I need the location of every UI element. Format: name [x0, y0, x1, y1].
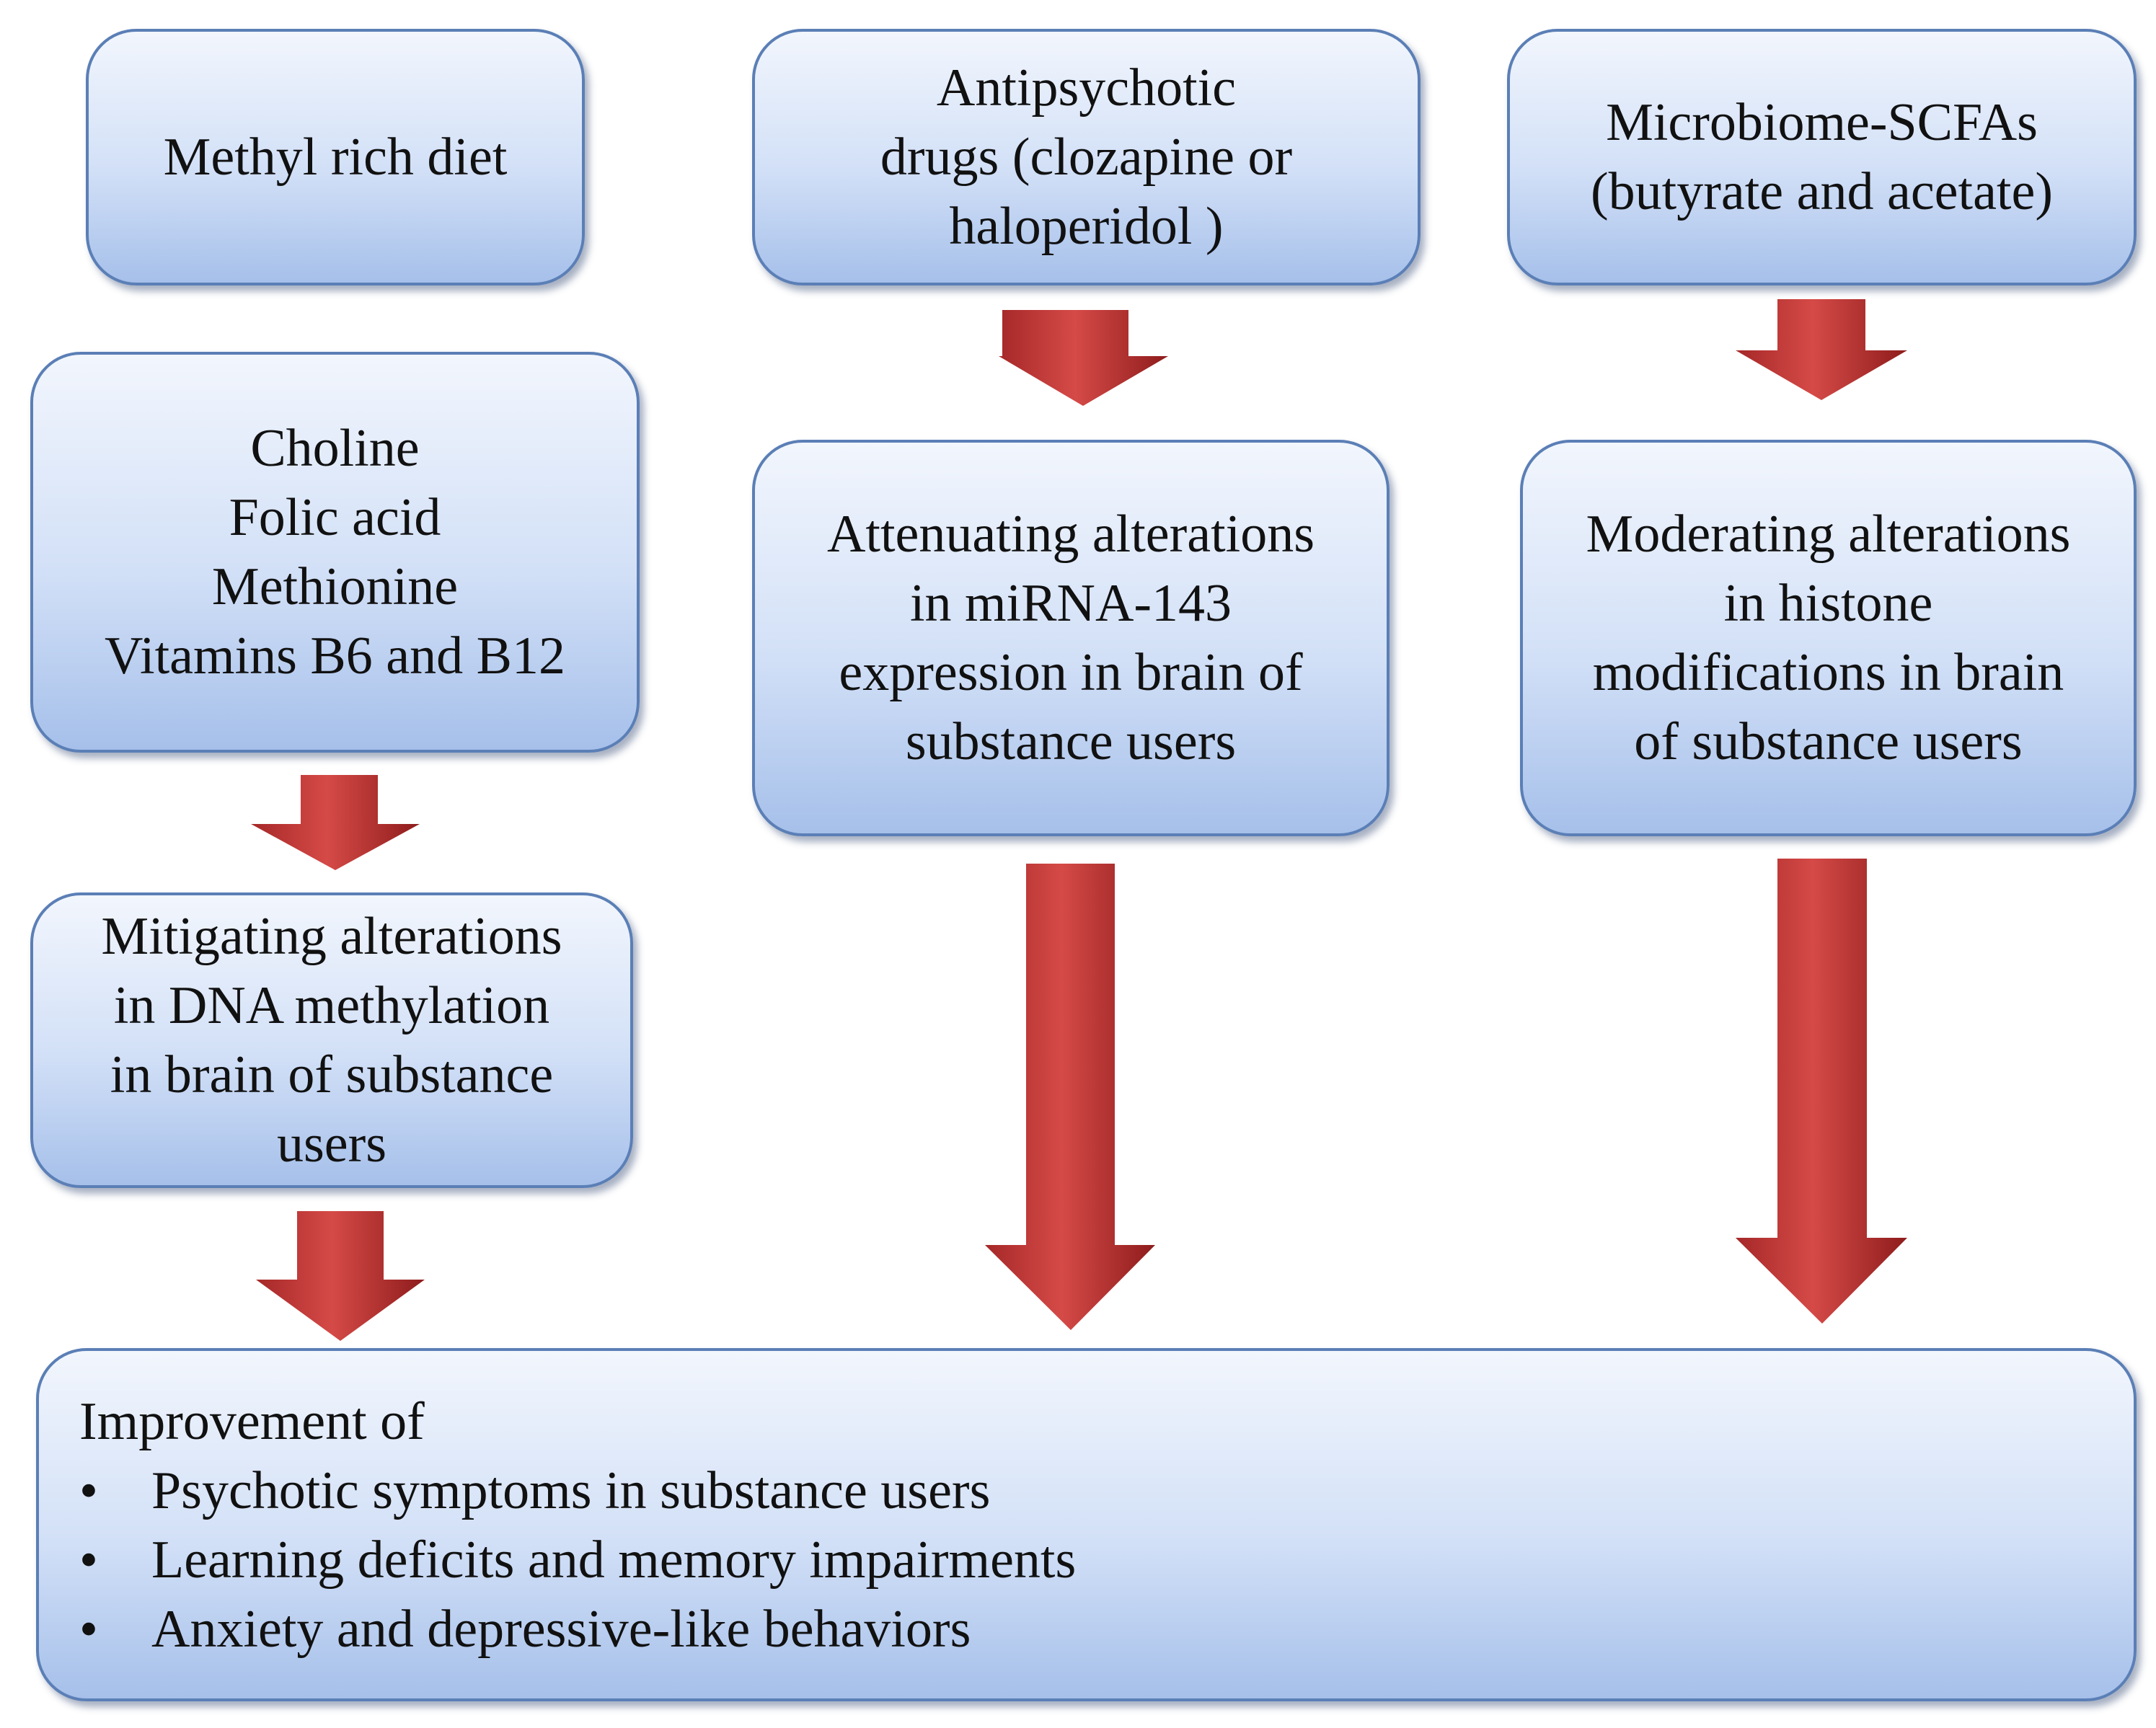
box-text-line: in DNA methylation: [113, 976, 550, 1035]
microbiome-scfas-box: Microbiome-SCFAs (butyrate and acetate): [1507, 29, 2137, 285]
bullet-icon: •: [79, 1461, 98, 1520]
improvement-outcome-box: Improvement of • Psychotic symptoms in su…: [36, 1348, 2137, 1701]
outcome-list-item: • Psychotic symptoms in substance users: [79, 1456, 1076, 1525]
box-text-line: in miRNA-143: [909, 574, 1232, 633]
arrow-histone-to-outcome: [1736, 859, 1907, 1324]
arrow-microbiome-to-histone: [1736, 299, 1907, 400]
arrow-dna-to-outcome: [256, 1211, 425, 1341]
antipsychotic-drugs-box: Antipsychotic drugs (clozapine or halope…: [752, 29, 1421, 285]
box-text-line: Microbiome-SCFAs: [1606, 93, 2038, 152]
dna-methylation-box: Mitigating alterations in DNA methylatio…: [30, 892, 633, 1188]
box-text-line: Moderating alterations: [1586, 505, 2071, 564]
outcome-item-text: Anxiety and depressive-like behaviors: [151, 1600, 971, 1659]
box-text-line: users: [276, 1115, 387, 1174]
box-text-line: of substance users: [1634, 712, 2023, 771]
box-text-line: substance users: [905, 712, 1237, 771]
outcome-list-item: • Learning deficits and memory impairment…: [79, 1525, 1076, 1595]
box-text-line: Antipsychotic: [936, 58, 1237, 118]
mirna-143-box: Attenuating alterations in miRNA-143 exp…: [752, 440, 1390, 836]
outcome-item-text: Learning deficits and memory impairments: [151, 1530, 1077, 1590]
outcome-list-item: • Anxiety and depressive-like behaviors: [79, 1595, 1076, 1664]
box-text-line: modifications in brain: [1592, 643, 2064, 702]
box-text-line: (butyrate and acetate): [1591, 162, 2053, 221]
box-text-line: Methyl rich diet: [163, 128, 508, 187]
arrow-mirna-to-outcome: [985, 864, 1155, 1330]
methyl-rich-diet-box: Methyl rich diet: [86, 29, 585, 285]
box-text-line: Folic acid: [229, 488, 441, 547]
box-text-line: Attenuating alterations: [826, 505, 1315, 564]
arrow-antipsychotic-to-mirna: [999, 310, 1168, 406]
box-text-line: Methionine: [211, 557, 459, 616]
box-text-line: Mitigating alterations: [101, 907, 562, 966]
box-text-line: expression in brain of: [839, 643, 1303, 702]
outcome-item-text: Psychotic symptoms in substance users: [151, 1461, 991, 1520]
bullet-icon: •: [79, 1600, 98, 1659]
box-text-line: Choline: [250, 419, 420, 478]
box-text-line: in brain of substance: [110, 1045, 554, 1104]
bullet-icon: •: [79, 1530, 98, 1590]
box-text-line: drugs (clozapine or: [880, 128, 1293, 187]
box-text-line: Vitamins B6 and B12: [105, 626, 565, 686]
histone-modifications-box: Moderating alterations in histone modifi…: [1520, 440, 2137, 836]
box-text-line: in histone: [1723, 574, 1933, 633]
outcome-heading: Improvement of: [79, 1392, 425, 1451]
arrow-nutrients-to-dna: [251, 775, 420, 870]
box-text-line: haloperidol ): [949, 197, 1224, 256]
nutrients-box: Choline Folic acid Methionine Vitamins B…: [30, 352, 640, 753]
